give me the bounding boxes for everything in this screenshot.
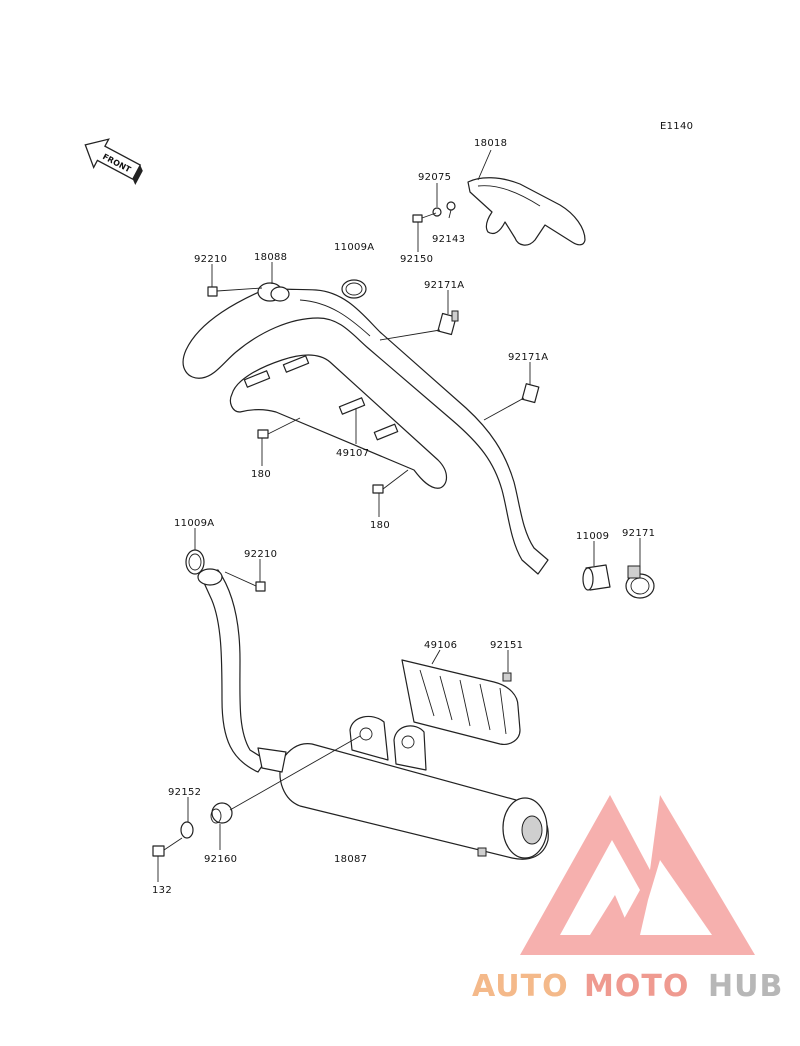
diagram-code: E1140 [660,121,693,132]
watermark-hub: HUB [708,969,783,1004]
washer-92152 [180,821,194,839]
label-11009: 11009 [576,531,609,542]
label-18018: 18018 [474,138,507,149]
gasket-11009A-lower [185,549,205,575]
label-49107: 49107 [336,448,369,459]
bracket-18018 [467,177,586,246]
label-180-b: 180 [370,520,390,531]
label-92143: 92143 [432,234,465,245]
gasket-11009A-upper [341,279,367,299]
leader-lines [157,149,641,882]
flange-18088 [257,282,290,302]
label-92160: 92160 [204,854,237,865]
fastener-92075 [432,201,456,217]
exhaust-pipe-lower [197,568,267,773]
label-92171A-b: 92171A [508,352,548,363]
bolt-92210-upper [207,286,263,297]
label-92210-lower: 92210 [244,549,277,560]
heat-shield-49106 [401,659,521,745]
watermark-moto: MOTO [584,969,689,1004]
bolt-92150 [412,212,437,223]
bolt-180-b [372,469,409,494]
screw-92151 [502,672,512,682]
watermark-auto: AUTO [472,969,569,1004]
muffler-18087 [257,715,549,860]
label-92171A-a: 92171A [424,280,464,291]
label-92151: 92151 [490,640,523,651]
label-18088: 18088 [254,252,287,263]
label-180-a: 180 [251,469,271,480]
label-92171: 92171 [622,528,655,539]
bolt-180-a [257,417,301,439]
label-11009A-lower: 11009A [174,518,214,529]
label-132: 132 [152,885,172,896]
front-arrow-icon: FRONT [84,138,143,186]
label-92150: 92150 [400,254,433,265]
clamp-92171A-b [483,383,540,421]
sleeve-11009 [582,564,611,591]
bolt-92210-lower [224,571,266,592]
label-92210-upper: 92210 [194,254,227,265]
label-92075: 92075 [418,172,451,183]
label-18087: 18087 [334,854,367,865]
exhaust-pipe-18088 [182,287,549,575]
label-49106: 49106 [424,640,457,651]
heat-shield-49107 [229,354,448,489]
clamp-92171 [625,565,655,599]
clamp-92171A-a [379,310,459,341]
label-92152: 92152 [168,787,201,798]
bolt-132 [152,837,183,857]
watermark-logo [520,795,755,955]
grommet-92160 [210,735,361,824]
label-11009A-upper: 11009A [334,242,374,253]
